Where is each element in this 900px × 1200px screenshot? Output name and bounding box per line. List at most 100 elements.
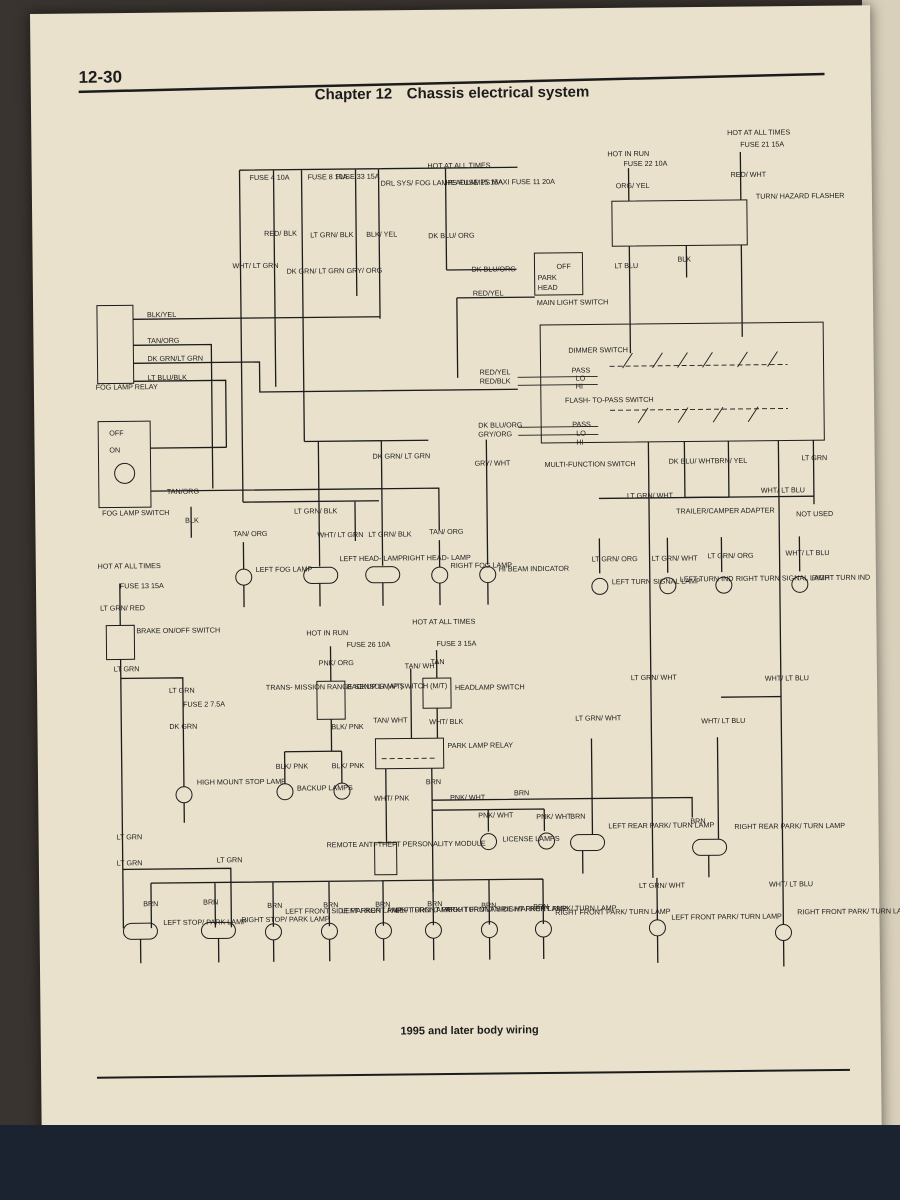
right-turn-signal-label: RIGHT TURN SIGNAL LAMP [736,573,830,583]
left-headlamp [303,566,339,584]
wire-red-yel-ml: RED/YEL [473,288,504,297]
wire-ltblu-blk-relay: LT BLU/BLK [148,373,188,382]
wire-red-yel-mf: RED/YEL [480,367,511,376]
figure-caption: 1995 and later body wiring [400,1024,538,1037]
fog-switch-indicator [114,462,136,484]
main-light-label: MAIN LIGHT SWITCH [537,297,608,307]
wire-tan-wht-1: TAN/ WHT [405,661,440,670]
wire-wht-ltblu-1: WHT/ LT BLU [761,485,805,494]
wire-wht-ltblu-4: WHT/ LT BLU [765,673,809,682]
remote-module-label: REMOTE ANTI-THEFT PERSONALITY MODULE [327,839,486,850]
wire-ltgrn-wht-3: LT GRN/ WHT [575,713,622,722]
wire-tan-org-right: TAN/ ORG [429,527,464,536]
wire-dkblu-org-mf: DK BLU/ORG [478,420,523,429]
hi-1: HI [576,382,583,391]
fuse-15-label: DRL SYS/ FOG LAMPS FUSE 15 15A [381,177,504,187]
pass-2: PASS [572,420,591,429]
right-turn-signal-lamp [715,576,733,594]
lamp-ground-wires [242,540,489,608]
wire-brn-b7: BRN [481,901,496,910]
fog-lamp-relay [96,304,135,385]
wire-red-blk-mf: RED/BLK [480,376,511,385]
left-stop-lamp [122,922,158,940]
lf-side-label: LEFT FRONT SIDE MARKER LAMP [285,906,402,916]
right-turn-ind-label: RIGHT TURN IND [812,573,871,583]
mf-contacts [622,351,778,424]
wire-wht-ltblu-5: WHT/ LT BLU [769,879,813,888]
wire-pnk-wht-1: PNK/ WHT [450,793,486,802]
fuse-11-label: HEADLAMPS MAXI FUSE 11 20A [446,177,556,187]
turn-hazard-flasher [611,199,748,247]
wire-brn-b2: BRN [203,897,218,906]
park-relay-wires [385,650,439,893]
wire-gry-wht: GRY/ WHT [475,458,512,467]
fog-off: OFF [109,428,124,437]
right-headlamp [365,566,401,584]
trans-sensor-label: TRANS- MISSION RANGE SENSOR (A/T) [266,681,403,691]
fuse-8-label: FUSE 8 10A [308,172,348,181]
left-turn-signal-lamp [591,577,609,595]
fuse-22-label: FUSE 22 10A [623,159,667,168]
left-head-label: LEFT HEAD- LAMP [340,553,404,563]
left-front-turn-lamp [648,919,666,937]
license-lamp-left [480,833,498,851]
rf-park2-label: RIGHT FRONT PARK/ TURN LAMP [555,907,671,917]
wire-ltgrn-org-2: LT GRN/ ORG [708,551,755,560]
fuse-21-label: FUSE 21 15A [740,139,784,148]
right-rear-lamp [692,838,728,856]
right-fog-lamp [431,566,449,584]
relay-wires [133,316,518,489]
wire-brn-r: BRN [690,816,705,825]
brake-switch [105,624,136,661]
wire-ltgrn-wht-4: LT GRN/ WHT [631,673,678,682]
wire-brn-b6: BRN [427,899,442,908]
hot-in-run-label: HOT IN RUN [607,149,649,158]
dimmer-label: DIMMER SWITCH [568,345,628,355]
wire-brn-b5: BRN [375,900,390,909]
right-fog-label: RIGHT FOG LAMP [451,560,513,570]
fog-lamp-switch [97,420,152,509]
wire-tan-org-relay: TAN/ORG [147,336,180,345]
right-stop-label: RIGHT STOP/ PARK LAMP [241,914,330,924]
wire-ltgrn-blk-2: LT GRN/ BLK [294,506,338,515]
wire-tan: TAN [431,657,445,666]
wire-brn-top: BRN [514,788,529,797]
lo-1: LO [576,374,586,383]
bottom-lamp-bus [122,867,545,929]
wire-brn-b3: BRN [267,901,282,910]
lf-park-label: LEFT FRONT PARK/ TURN LAMP [341,905,452,915]
wire-brn-b8: BRN [533,902,548,911]
left-turn-ind-label: LEFT TURN IND [680,574,734,584]
wire-wht-ltblu-3: WHT/ LT BLU [701,716,745,725]
table-surface [0,1125,900,1200]
main-light-wires [456,296,535,378]
backup-lamps-label: BACKUP LAMPS [297,783,353,793]
wire-wht-ltblu-2: WHT/ LT BLU [785,548,829,557]
right-front-turn-label: RIGHT FRONT PARK/ TURN LAMP [797,906,900,916]
pass-1: PASS [572,366,591,375]
footer-rule [96,1068,850,1079]
rf-side-label: RIGHT FRONT SIDE MARKER LAMP [445,904,567,914]
park-lamp-relay [374,737,445,770]
wire-ltgrn-org-1: LT GRN/ ORG [592,554,639,563]
feed-wires [238,166,518,503]
bottom-ground-wires [139,937,545,964]
wire-ltgrn-blk-3: LT GRN/ BLK [368,529,412,538]
wire-lt-grn-mf: LT GRN [801,453,827,462]
park-relay-label: PARK LAMP RELAY [447,740,513,750]
fog-switch-ground: BLK [185,516,199,525]
wire-dkgrn-ltgrn: DK GRN/ LT GRN [287,266,345,276]
lo-2: LO [576,429,586,438]
trailer-adapter-label: TRAILER/CAMPER ADAPTER [676,506,775,516]
wire-lt-grn-6: LT GRN [217,855,243,864]
headlamp-switch-label: HEADLAMP SWITCH [455,682,525,692]
brake-switch-label: BRAKE ON/OFF SWITCH [136,625,220,635]
wire-ltgrn-red: LT GRN/ RED [100,603,145,612]
backup-lamp-left [276,783,294,801]
mf-input-wires [517,375,599,436]
wire-dkblu-org-ml: DK BLU/ORG [471,264,516,273]
wire-brn-b1: BRN [143,899,158,908]
fuse-33-label: FUSE 33 15A [336,172,380,181]
